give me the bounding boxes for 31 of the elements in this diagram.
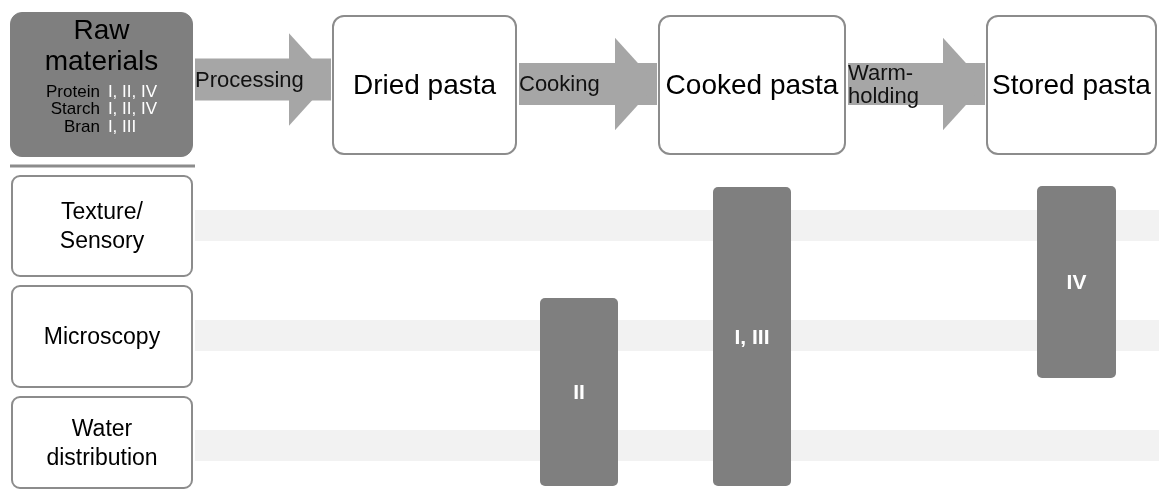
stage-box <box>986 15 1157 155</box>
node-title: Raw materials <box>43 15 160 77</box>
node-label: Microscopy <box>43 322 161 351</box>
component-name: Protein <box>46 82 100 101</box>
study-numbers: I, III <box>107 118 138 137</box>
node-label: IV <box>1066 270 1087 294</box>
study-bar <box>713 187 791 486</box>
component-name: Starch <box>49 100 100 119</box>
node-label: Water distribution <box>45 413 159 472</box>
study-numbers: I, II, IV <box>107 82 157 101</box>
node-label: Texture/ Sensory <box>58 197 146 255</box>
edge-label: Cooking <box>519 70 601 99</box>
property-box <box>11 175 193 277</box>
block-arrow <box>195 33 331 126</box>
stage-box <box>658 15 846 155</box>
block-arrow <box>848 37 985 131</box>
study-bar <box>540 298 618 486</box>
stage-box <box>332 15 517 155</box>
block-arrow <box>519 37 657 131</box>
raw-materials-box <box>10 12 193 157</box>
property-box <box>11 396 193 489</box>
study-numbers: I, II, IV <box>107 100 157 119</box>
study-bar <box>1037 186 1116 378</box>
edge-label: Processing <box>195 65 305 94</box>
node-label: Stored pasta <box>992 68 1151 102</box>
node-label: I, III <box>734 324 770 349</box>
node-label: Cooked pasta <box>665 68 839 102</box>
property-box <box>11 285 193 388</box>
node-label: II <box>573 380 585 404</box>
component-name: Bran <box>62 118 100 137</box>
node-label: Dried pasta <box>352 68 497 102</box>
